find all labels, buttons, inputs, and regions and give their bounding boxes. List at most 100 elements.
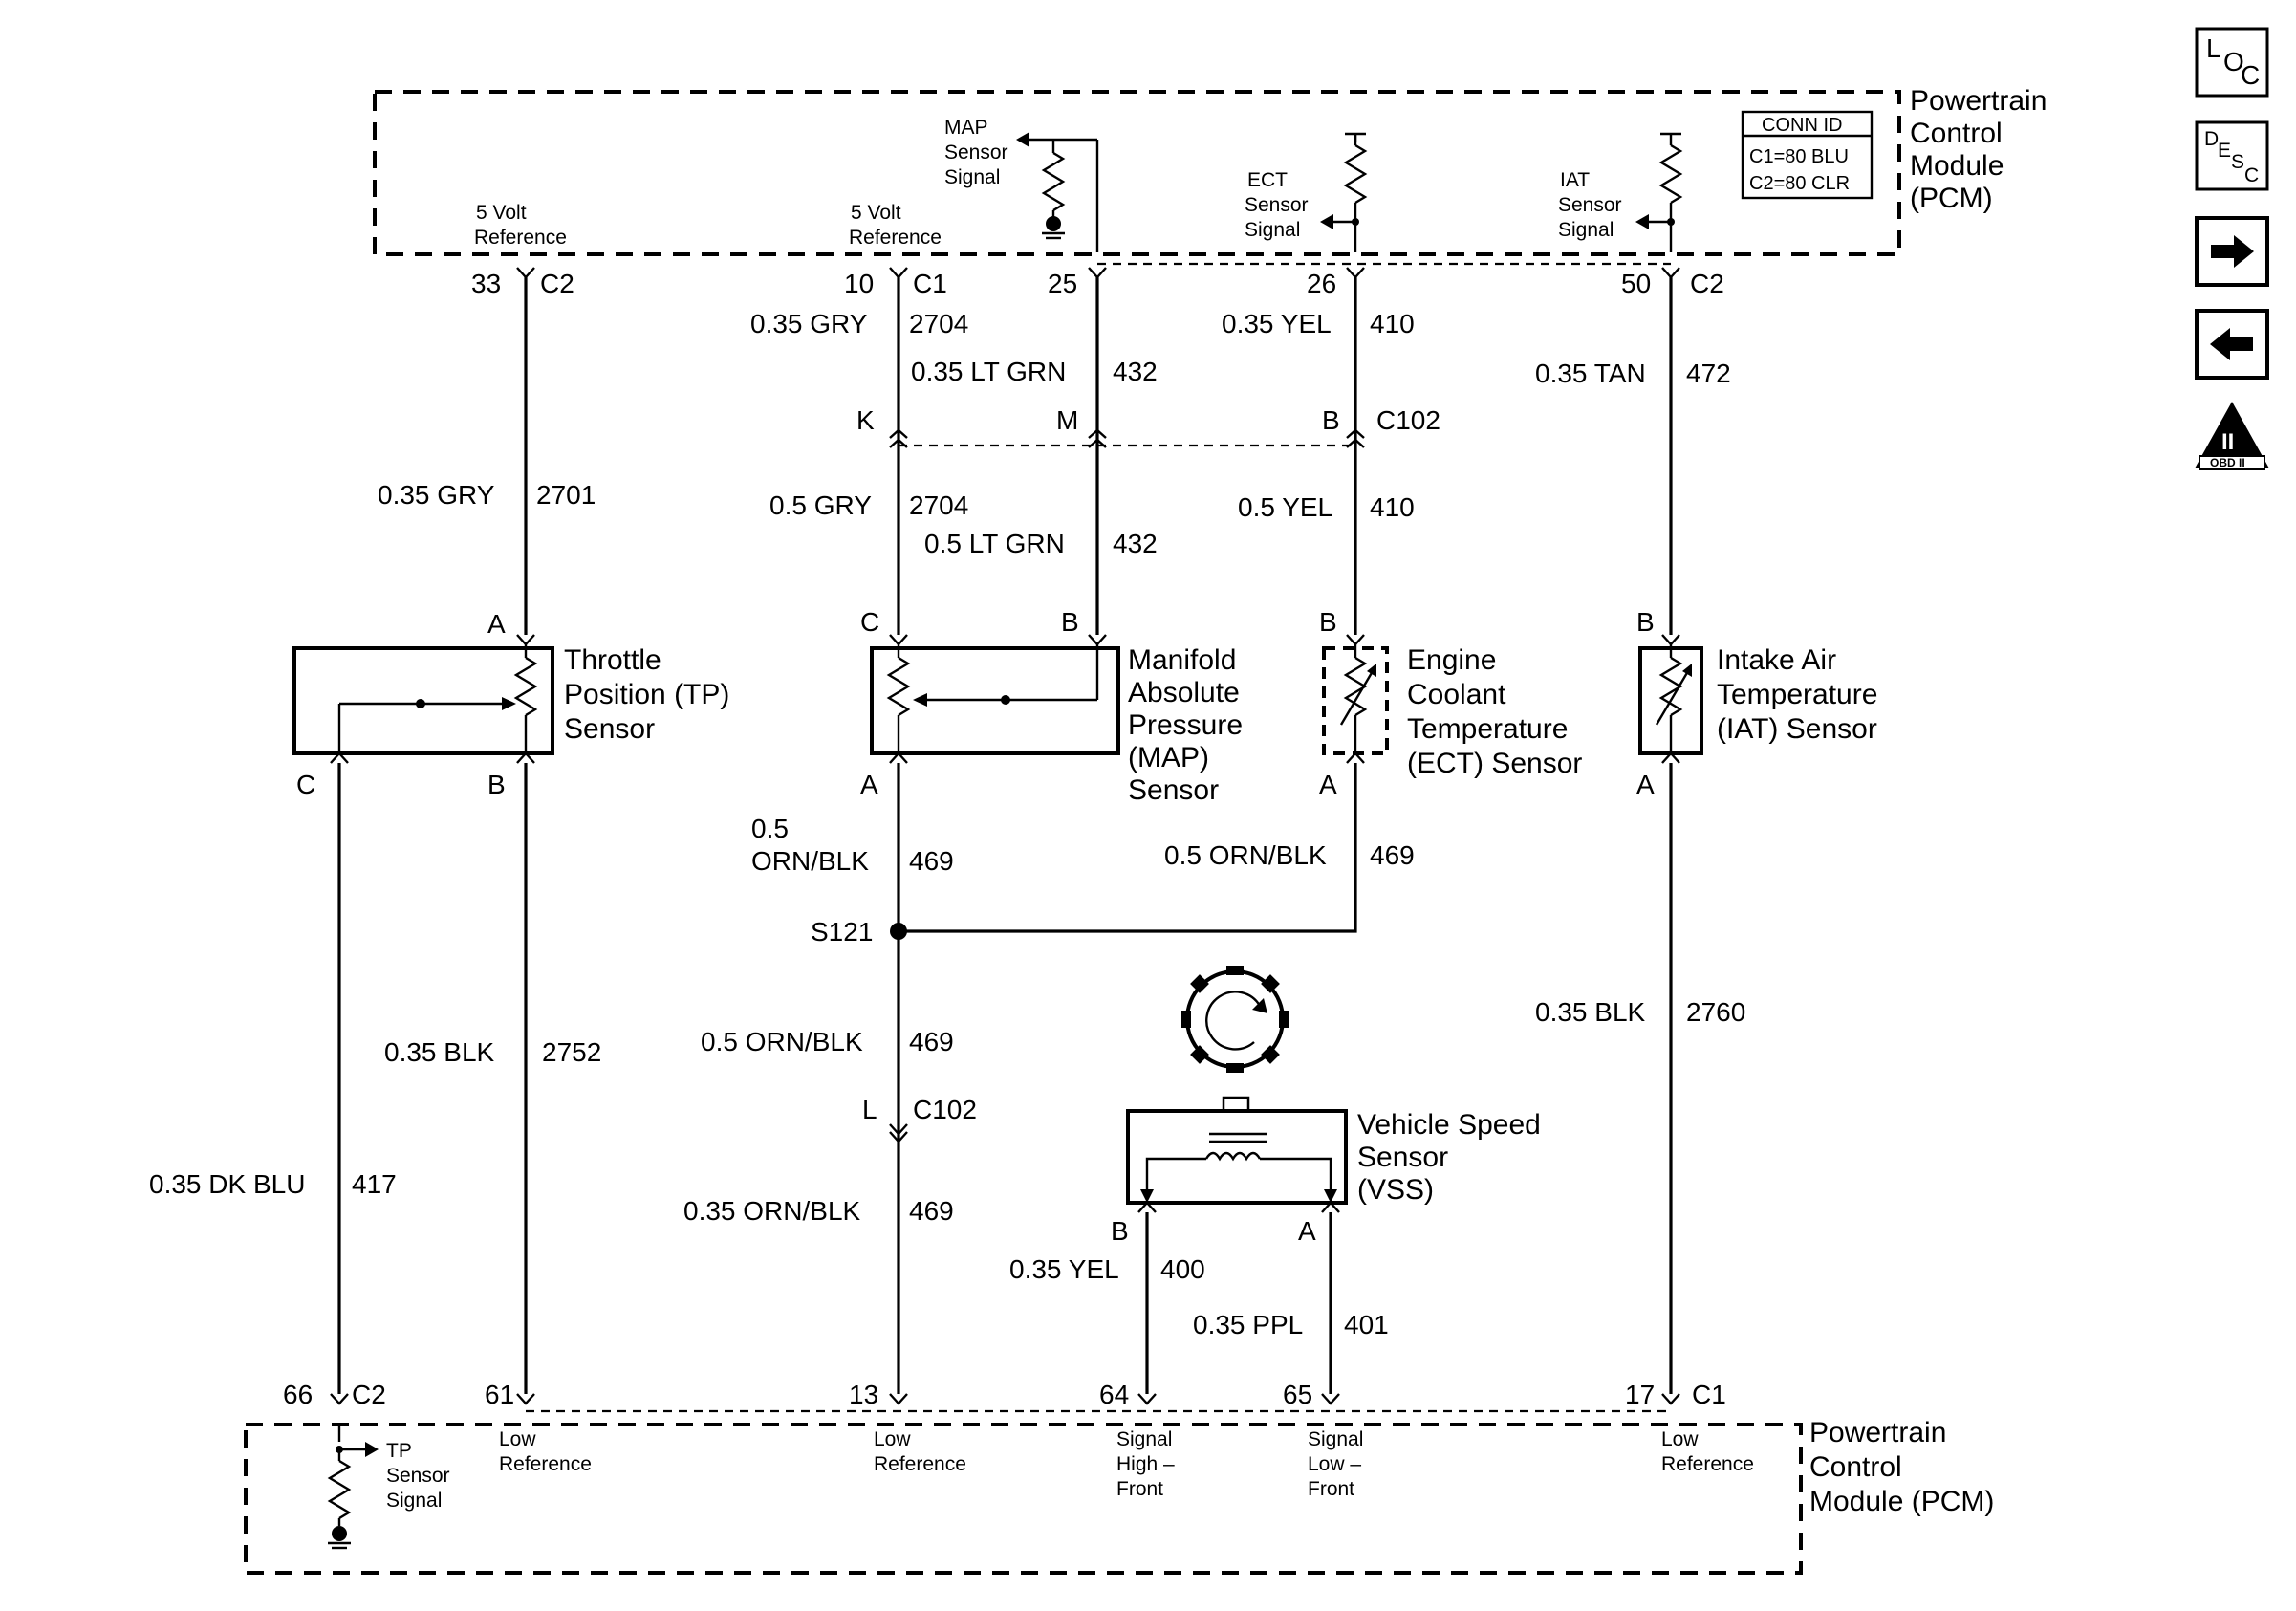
map-title-1: Manifold — [1128, 644, 1236, 676]
svg-text:Sensor: Sensor — [944, 142, 1008, 163]
svg-text:D: D — [2204, 128, 2219, 150]
svg-text:2704: 2704 — [909, 309, 968, 338]
c102-connector-top: K M B C102 — [856, 405, 1440, 448]
svg-text:C: C — [2244, 164, 2259, 186]
svg-text:2704: 2704 — [909, 490, 968, 520]
ect-signal-circuit: ECT Sensor Signal — [1245, 132, 1368, 252]
map-sensor: C B A Manifold Absolute Pressure (MAP) S… — [860, 607, 1243, 806]
tp-sensor: A C B Throttle Position (TP) Sensor — [292, 609, 729, 799]
map-signal-circuit: MAP Sensor Signal — [944, 117, 1099, 252]
pcm-top-title-1: Powertrain — [1910, 85, 2047, 117]
ect-title-4: (ECT) Sensor — [1407, 748, 1582, 779]
svg-text:65: 65 — [1283, 1380, 1312, 1409]
svg-text:0.35 BLK: 0.35 BLK — [1535, 997, 1646, 1027]
map-title-5: Sensor — [1128, 774, 1219, 806]
svg-text:0.5 LT GRN: 0.5 LT GRN — [924, 529, 1065, 558]
map-pin-b: B — [1061, 607, 1079, 637]
tp-title-1: Throttle — [564, 644, 661, 676]
svg-text:0.35 ORN/BLK: 0.35 ORN/BLK — [683, 1196, 861, 1226]
bottom-pin-chevrons — [330, 1393, 1680, 1413]
svg-text:17: 17 — [1625, 1380, 1655, 1409]
pcm-bottom-title-2: Control — [1809, 1451, 1902, 1483]
top-pin-chevrons — [516, 267, 1680, 279]
svg-text:0.5 ORN/BLK: 0.5 ORN/BLK — [1164, 840, 1327, 870]
map-pin-a: A — [860, 770, 878, 799]
iat-pin-a: A — [1636, 770, 1655, 799]
svg-text:469: 469 — [909, 1027, 954, 1056]
svg-text:0.35 GRY: 0.35 GRY — [378, 480, 495, 510]
vss-title-1: Vehicle Speed — [1357, 1109, 1541, 1141]
svg-text:L: L — [2206, 33, 2221, 63]
svg-text:61: 61 — [485, 1380, 514, 1409]
svg-text:2701: 2701 — [536, 480, 596, 510]
tone-wheel-icon — [1181, 966, 1289, 1073]
vss-title-3: (VSS) — [1357, 1174, 1434, 1206]
ect-pin-b: B — [1319, 607, 1337, 637]
vss-pin-a: A — [1298, 1216, 1316, 1246]
svg-text:469: 469 — [909, 1196, 954, 1226]
ect-title-3: Temperature — [1407, 713, 1568, 745]
arrow-left-icon — [2210, 328, 2253, 360]
svg-text:C2: C2 — [1690, 269, 1724, 298]
svg-text:Signal: Signal — [386, 1490, 442, 1512]
tp-pin-a: A — [487, 609, 506, 639]
map-title-3: Pressure — [1128, 709, 1243, 741]
svg-text:66: 66 — [283, 1380, 313, 1409]
svg-text:25: 25 — [1048, 269, 1077, 298]
svg-text:0.5 YEL: 0.5 YEL — [1238, 492, 1332, 522]
svg-text:C: C — [2241, 60, 2260, 90]
iat-title-2: Temperature — [1717, 679, 1877, 710]
tp-pin-c: C — [296, 770, 315, 799]
loc-button[interactable]: L O C — [2195, 27, 2269, 98]
c102-pin-k: K — [856, 405, 875, 435]
svg-text:10: 10 — [844, 269, 874, 298]
top-pin-labels: 33 C2 10 C1 25 26 50 C2 — [471, 269, 1724, 298]
desc-button[interactable]: D E S C — [2195, 120, 2269, 191]
svg-text:MAP: MAP — [944, 117, 988, 139]
svg-text:0.35 PPL: 0.35 PPL — [1193, 1310, 1303, 1339]
svg-text:E: E — [2218, 140, 2231, 162]
svg-text:0.35 TAN: 0.35 TAN — [1535, 359, 1646, 388]
svg-text:417: 417 — [352, 1169, 397, 1199]
svg-text:26: 26 — [1307, 269, 1336, 298]
pcm-top-module: Powertrain Control Module (PCM) CONN ID … — [373, 85, 2047, 256]
svg-text:410: 410 — [1370, 309, 1415, 338]
next-button[interactable] — [2195, 216, 2269, 287]
prev-button[interactable] — [2195, 309, 2269, 380]
svg-text:Low: Low — [1661, 1428, 1699, 1450]
svg-text:2752: 2752 — [542, 1037, 601, 1067]
svg-text:432: 432 — [1113, 357, 1158, 386]
ref2-label-2: Reference — [849, 227, 942, 249]
tp-title-3: Sensor — [564, 713, 655, 745]
svg-text:II: II — [2221, 429, 2234, 455]
tp-signal-circuit: TP Sensor Signal — [327, 1425, 450, 1550]
svg-text:Signal: Signal — [944, 166, 1000, 188]
svg-text:C1: C1 — [913, 269, 947, 298]
svg-text:Signal: Signal — [1116, 1428, 1172, 1450]
svg-text:401: 401 — [1344, 1310, 1389, 1339]
svg-text:Reference: Reference — [1661, 1453, 1754, 1475]
c102-pin-m: M — [1056, 405, 1078, 435]
svg-text:50: 50 — [1621, 269, 1651, 298]
tp-pin-b: B — [487, 770, 506, 799]
svg-text:0.35 YEL: 0.35 YEL — [1222, 309, 1332, 338]
svg-text:410: 410 — [1370, 492, 1415, 522]
svg-text:TP: TP — [386, 1440, 412, 1462]
svg-text:400: 400 — [1160, 1254, 1205, 1284]
map-title-2: Absolute — [1128, 677, 1240, 708]
ect-pin-a: A — [1319, 770, 1337, 799]
iat-signal-circuit: IAT Sensor Signal — [1558, 132, 1683, 252]
svg-text:S: S — [2231, 151, 2244, 173]
pcm-top-title-3: Module — [1910, 150, 2004, 182]
obd-ii-button[interactable]: II OBD II — [2195, 402, 2269, 470]
splice-label: S121 — [811, 917, 873, 947]
ref1-label-2: Reference — [474, 227, 567, 249]
c102-pin-l: L — [862, 1095, 877, 1124]
pcm-top-title-4: (PCM) — [1910, 183, 1993, 214]
pcm-top-title-2: Control — [1910, 118, 2003, 149]
tp-title-2: Position (TP) — [564, 679, 729, 710]
pcm-bottom-title-1: Powertrain — [1809, 1417, 1946, 1448]
conn-id-c2: C2=80 CLR — [1749, 173, 1850, 194]
svg-text:0.5: 0.5 — [751, 814, 789, 843]
